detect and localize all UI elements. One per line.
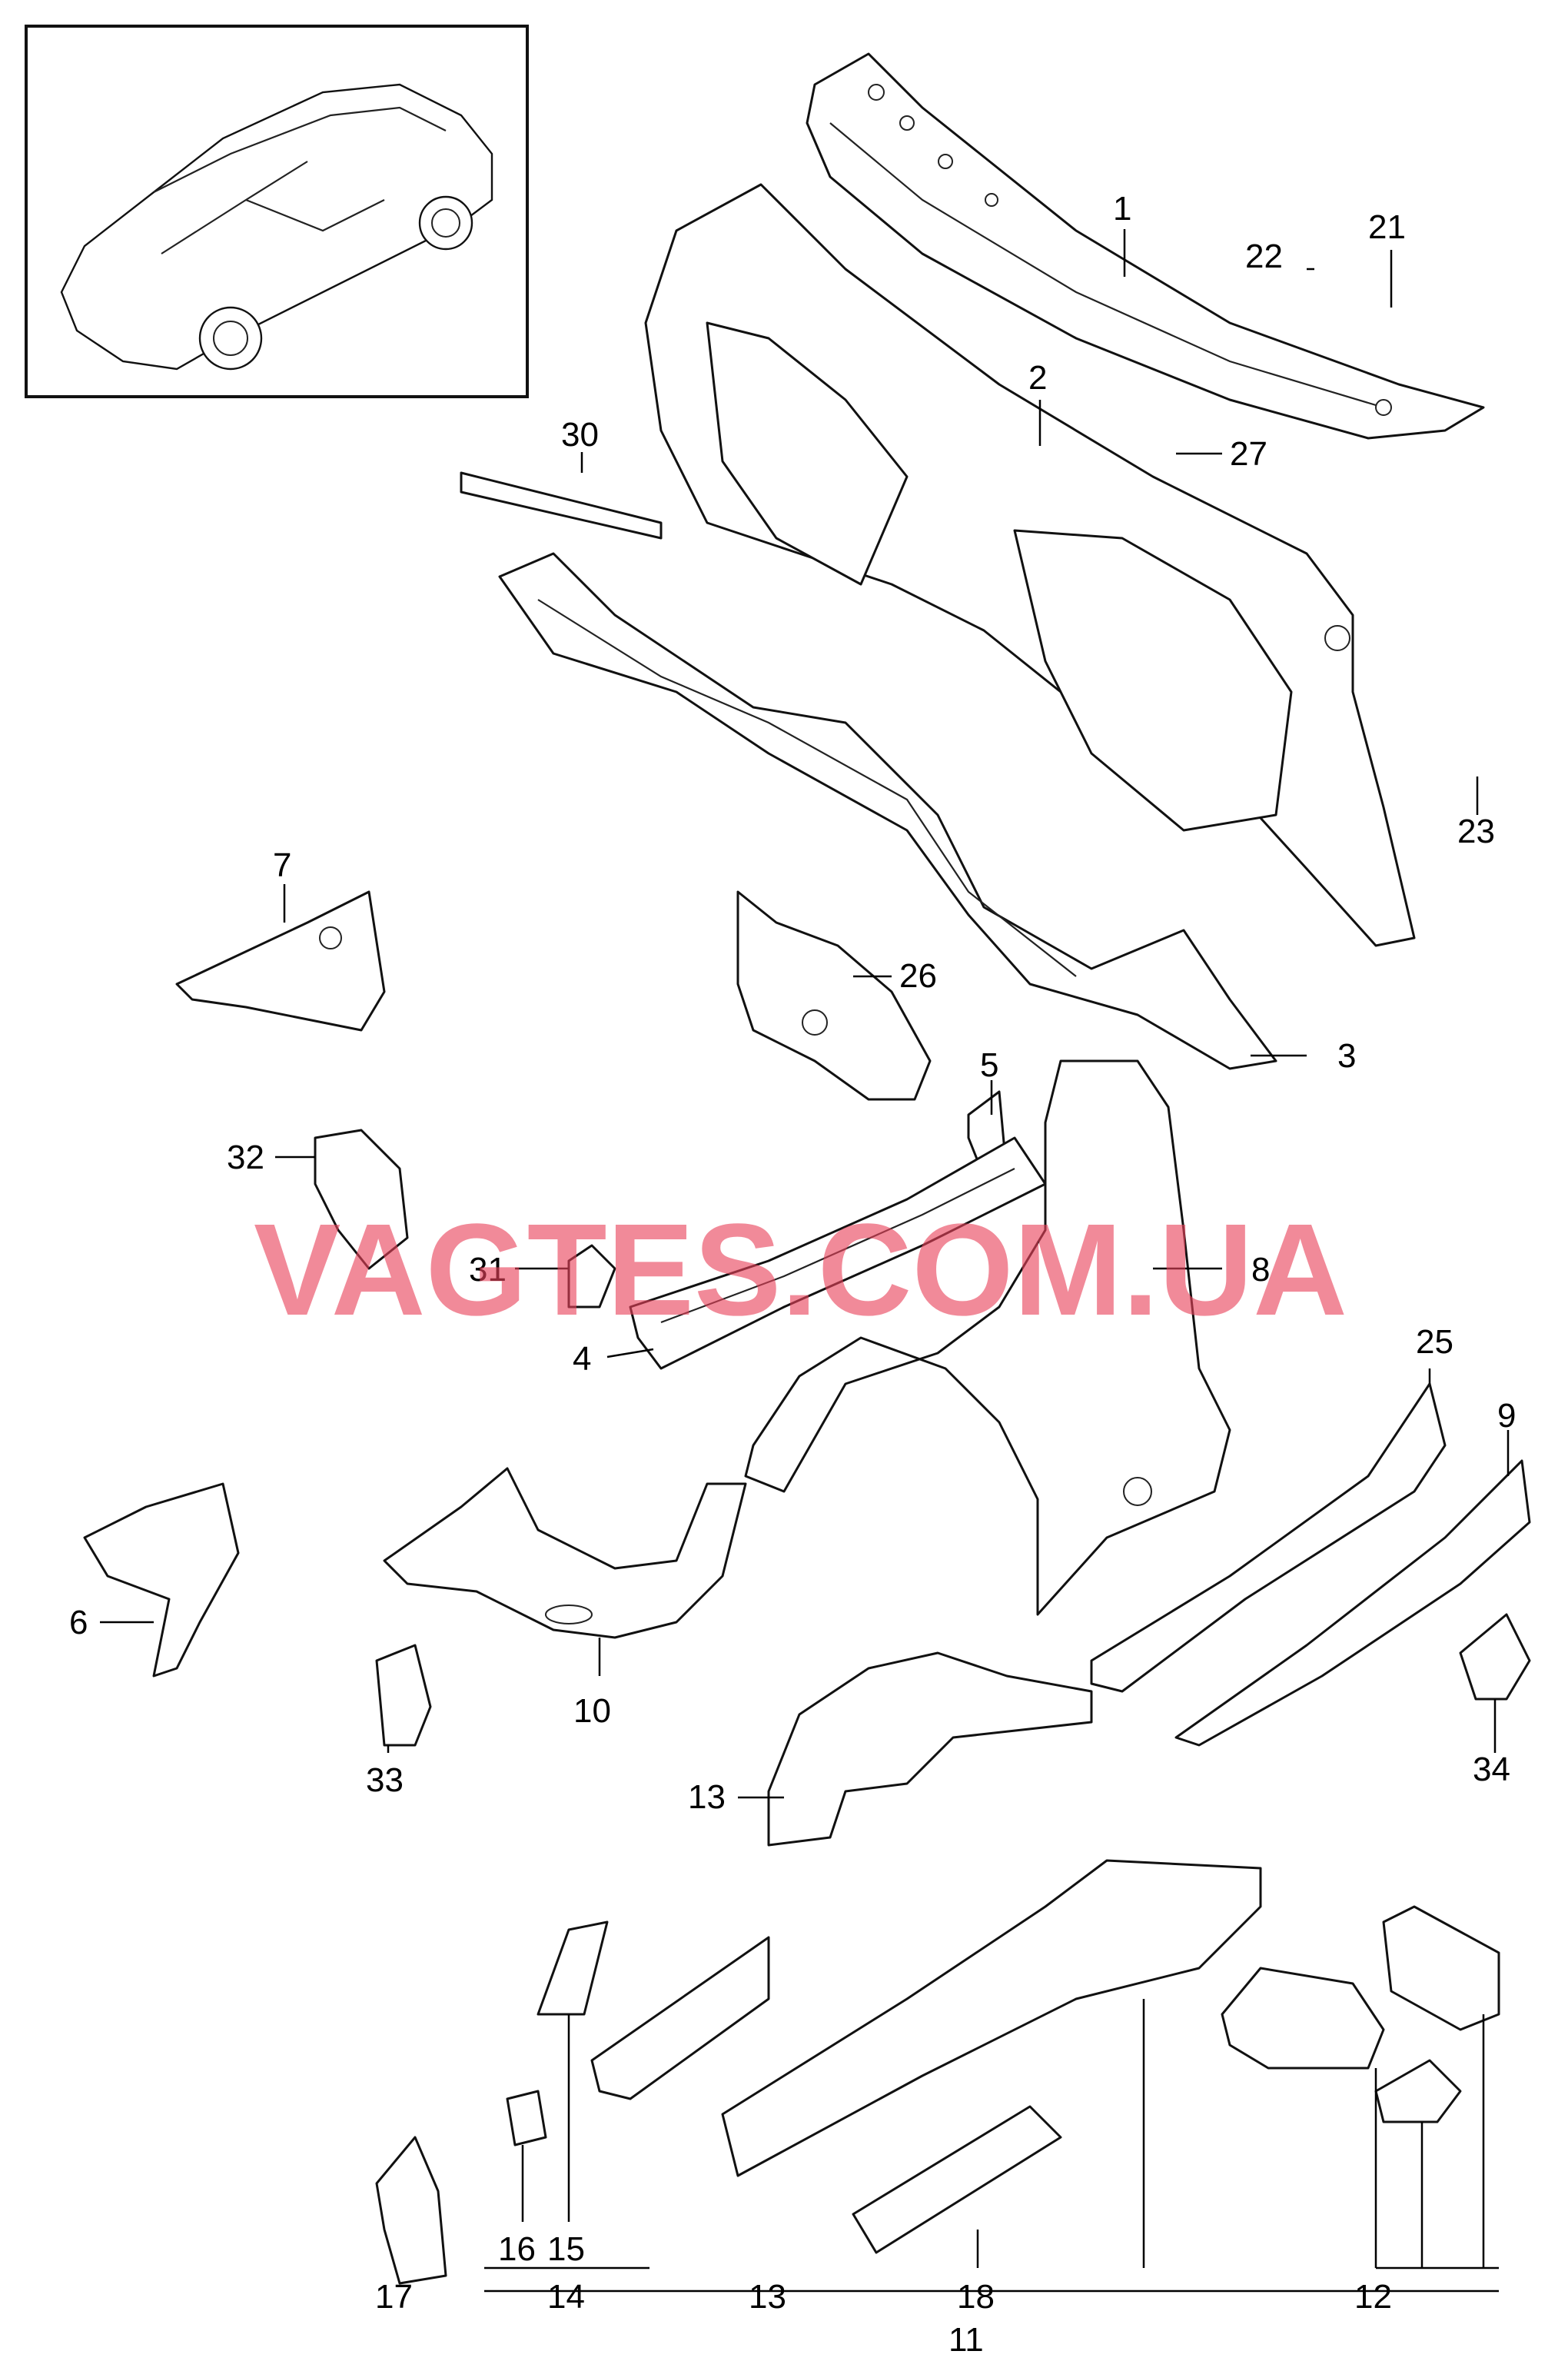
callout-labels: 1 2 3 4 5 6 7 8 9 10 11 12 13 13 14 15 1… — [69, 190, 1516, 2359]
callout-2: 2 — [1028, 359, 1047, 397]
part-lower-front-frame — [498, 552, 1277, 1070]
callout-9: 9 — [1497, 1397, 1516, 1435]
callout-1: 1 — [1113, 190, 1131, 228]
callout-21: 21 — [1368, 208, 1406, 246]
callout-30: 30 — [561, 416, 599, 454]
part-side-frame-8 — [744, 1059, 1231, 1616]
part-strip — [460, 471, 663, 540]
callout-13-upper: 13 — [688, 1778, 726, 1816]
callout-10: 10 — [573, 1692, 611, 1730]
part-rear-crossmember-12 — [1221, 1905, 1500, 2123]
callout-7: 7 — [273, 846, 291, 884]
part-sill-reinforcement-9 — [1174, 1459, 1531, 1747]
callout-12: 12 — [1354, 2278, 1392, 2316]
callout-27: 27 — [1230, 435, 1267, 473]
part-bracket-33 — [375, 1644, 432, 1747]
part-bulkhead-frame — [644, 183, 1416, 947]
callout-22: 22 — [1245, 238, 1283, 275]
callout-23: 23 — [1457, 813, 1495, 850]
part-bracket-32 — [314, 1129, 409, 1270]
part-bracket-31 — [567, 1244, 616, 1309]
callout-32: 32 — [227, 1139, 264, 1176]
callout-11: 11 — [948, 2321, 984, 2359]
callout-3: 3 — [1337, 1037, 1356, 1075]
part-wheel-housing-13 — [767, 1651, 1093, 1847]
callout-14: 14 — [547, 2278, 585, 2316]
part-cowl-panel — [806, 52, 1485, 440]
part-rear-longitudinal-11 — [721, 1859, 1262, 2177]
part-reinforcement-18 — [852, 2105, 1062, 2254]
callout-15: 15 — [547, 2230, 585, 2268]
callout-5: 5 — [980, 1046, 998, 1084]
part-bracket-17 — [375, 2136, 447, 2285]
part-bracket-6 — [83, 1482, 240, 1678]
part-rear-member-14 — [590, 1936, 770, 2100]
callout-8: 8 — [1251, 1251, 1270, 1289]
part-longitudinal-4 — [629, 1136, 1047, 1370]
part-cap-16 — [506, 2090, 547, 2147]
callout-17: 17 — [375, 2278, 413, 2316]
callout-31: 31 — [469, 1251, 507, 1289]
part-sill-25 — [1090, 1382, 1447, 1693]
leader-lines — [100, 229, 1510, 2293]
part-bracket-34 — [1459, 1613, 1531, 1701]
callout-34: 34 — [1473, 1751, 1510, 1788]
watermark: VAGTES.COM.UA — [254, 1197, 1347, 1343]
callout-4: 4 — [573, 1340, 591, 1378]
callout-6: 6 — [69, 1604, 88, 1641]
part-bracket-15 — [537, 1920, 609, 2016]
vehicle-inset — [25, 25, 529, 398]
callout-13-lower: 13 — [749, 2278, 786, 2316]
callout-25: 25 — [1416, 1323, 1453, 1361]
callout-33: 33 — [366, 1761, 404, 1799]
callout-16: 16 — [498, 2230, 536, 2268]
part-floor-section-10 — [383, 1467, 747, 1639]
part-inner-panel-26 — [736, 890, 932, 1101]
part-bracket-7 — [175, 890, 386, 1032]
callout-26: 26 — [899, 957, 937, 995]
callout-18: 18 — [957, 2278, 995, 2316]
